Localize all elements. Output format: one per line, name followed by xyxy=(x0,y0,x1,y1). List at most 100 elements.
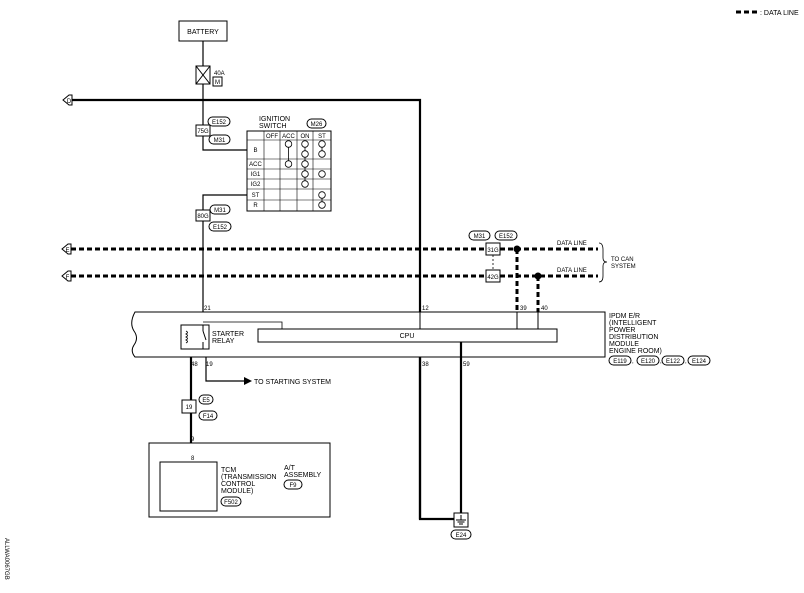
ignition-switch: IGNITION SWITCH M26 OFF ACC ON ST B ACC … xyxy=(246,116,332,212)
svg-text:E119: E119 xyxy=(613,359,627,365)
ign-row-acc: ACC xyxy=(249,162,262,168)
svg-text:E152: E152 xyxy=(213,225,228,231)
svg-text:,: , xyxy=(685,359,687,365)
image-id: ALLWA0067GB xyxy=(3,538,9,580)
offpage-d: D xyxy=(62,94,73,106)
starter-relay: STARTER RELAY xyxy=(180,324,244,350)
to-starting-label: TO STARTING SYSTEM xyxy=(254,379,331,386)
can-brace xyxy=(598,242,608,283)
connector-e24: E24 xyxy=(456,533,467,539)
cpu-box xyxy=(257,328,558,343)
fusible-link: 40A M xyxy=(195,65,225,87)
svg-text:M31: M31 xyxy=(214,208,226,214)
svg-text:E5: E5 xyxy=(202,398,210,404)
ign-row-r: R xyxy=(253,203,258,209)
relay-label-2: RELAY xyxy=(212,338,235,345)
offpage-f: F xyxy=(61,270,72,282)
offpage-e: E xyxy=(61,243,72,255)
connector-e5: E5 19 F14 xyxy=(181,394,218,421)
ign-col-off: OFF xyxy=(266,134,278,140)
connector-f502: F502 xyxy=(224,500,238,506)
svg-text:F: F xyxy=(66,275,70,281)
legend: : DATA LINE xyxy=(736,10,799,17)
tcm-label-2: (TRANSMISSION xyxy=(221,474,277,481)
tcm-box xyxy=(159,461,218,512)
ign-row-b: B xyxy=(253,148,257,154)
wire-ign-st xyxy=(202,194,247,210)
svg-text:80G: 80G xyxy=(197,214,209,220)
at-label-1: A/T xyxy=(284,465,296,472)
connector-f9: F9 xyxy=(289,483,297,489)
arrow-to-starting xyxy=(244,377,252,385)
ipdm-label-6: ENGINE ROOM) xyxy=(609,348,662,355)
svg-text:E152: E152 xyxy=(212,120,227,126)
svg-text:E122: E122 xyxy=(666,359,681,365)
ign-col-on: ON xyxy=(301,134,310,140)
svg-text:19: 19 xyxy=(186,405,193,411)
tcm-label-3: CONTROL xyxy=(221,481,255,488)
wire-75g-ign-b xyxy=(202,136,247,151)
fuse-amp: 40A xyxy=(214,71,225,77)
ign-col-st: ST xyxy=(318,134,326,140)
ground-icon xyxy=(453,512,469,528)
pin-19b: 19 xyxy=(206,362,213,368)
svg-text:M26: M26 xyxy=(311,122,323,128)
wire-d-to-ground xyxy=(72,98,455,521)
tcm-label-4: MODULE) xyxy=(221,488,253,495)
cpu-label: CPU xyxy=(400,333,415,340)
svg-text:D: D xyxy=(67,99,72,105)
connector-can: M31 E152 31G 42G xyxy=(468,230,518,283)
can-junction-2 xyxy=(534,272,542,280)
svg-text:31G: 31G xyxy=(487,248,499,254)
pin-59: 59 xyxy=(463,362,470,368)
pin-39: 39 xyxy=(520,306,527,312)
svg-text:E124: E124 xyxy=(692,359,707,365)
pin-38: 38 xyxy=(422,362,429,368)
svg-text:M31: M31 xyxy=(474,234,486,240)
wire-relay-cpu xyxy=(203,321,283,329)
svg-text:E: E xyxy=(65,248,69,254)
at-label-2: ASSEMBLY xyxy=(284,472,322,479)
data-line-label-2: DATA LINE xyxy=(557,268,587,274)
ignition-title-1: IGNITION xyxy=(259,116,290,123)
ignition-title-2: SWITCH xyxy=(259,123,287,130)
ipdm-label-4: DISTRIBUTION xyxy=(609,334,658,341)
svg-text:42G: 42G xyxy=(487,275,499,281)
ign-row-st: ST xyxy=(252,193,260,199)
svg-text:75G: 75G xyxy=(197,129,209,135)
svg-text:,: , xyxy=(632,359,634,365)
to-can-1: TO CAN xyxy=(611,257,634,263)
pin-48: 48 xyxy=(191,362,198,368)
svg-text:F14: F14 xyxy=(203,414,214,420)
connector-75g: E152 75G M31 xyxy=(195,116,231,145)
ipdm-label-5: MODULE xyxy=(609,341,639,348)
pin-9: 9 xyxy=(191,437,195,443)
svg-text:M31: M31 xyxy=(214,138,226,144)
pin-12: 12 xyxy=(422,306,429,312)
ipdm-label-2: (INTELLIGENT xyxy=(609,320,657,327)
legend-label: : DATA LINE xyxy=(760,10,799,17)
svg-text:E120: E120 xyxy=(641,359,656,365)
can-junction-1 xyxy=(513,245,521,253)
connector-80g: M31 80G E152 xyxy=(195,204,232,232)
can-data-lines xyxy=(71,247,598,312)
wire-to-starting xyxy=(205,357,244,382)
ign-col-acc: ACC xyxy=(282,134,295,140)
relay-label-1: STARTER xyxy=(212,331,244,338)
pin-40: 40 xyxy=(541,306,548,312)
ipdm-connectors: E119 , E120 , E122 , E124 xyxy=(608,355,711,366)
to-can-2: SYSTEM xyxy=(611,264,636,270)
svg-text:,: , xyxy=(660,359,662,365)
ipdm-label-3: POWER xyxy=(609,327,635,334)
ign-links xyxy=(288,147,323,202)
svg-text:E152: E152 xyxy=(499,234,514,240)
pin-21: 21 xyxy=(204,306,211,312)
battery-label: BATTERY xyxy=(187,29,219,36)
ipdm-label-1: IPDM E/R xyxy=(609,313,640,320)
pin-8: 8 xyxy=(191,456,195,462)
tcm-label-1: TCM xyxy=(221,467,236,474)
fuse-letter: M xyxy=(215,80,220,86)
ign-row-ig2: IG2 xyxy=(251,182,261,188)
ign-row-ig1: IG1 xyxy=(251,172,261,178)
